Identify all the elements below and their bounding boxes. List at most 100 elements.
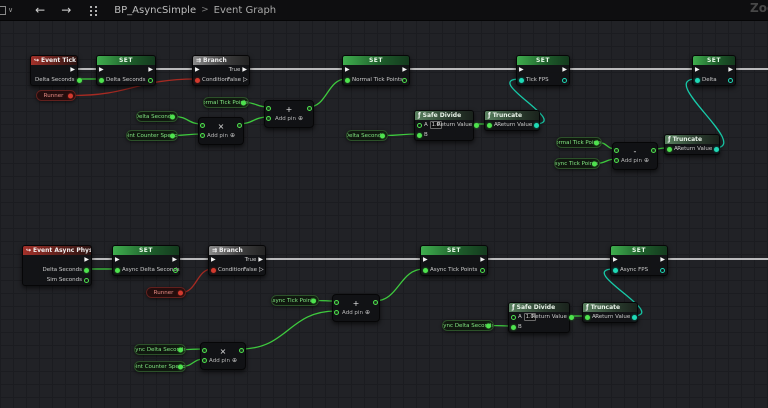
point-counter-speed-get-1[interactable]: Point Counter Speed xyxy=(126,130,178,141)
async-delta-seconds-get-3[interactable]: Async Delta Seconds xyxy=(442,320,494,331)
a-data-pin[interactable] xyxy=(667,146,672,152)
return-value-data-pin[interactable] xyxy=(568,314,574,320)
delta-seconds-get-1[interactable]: Delta Seconds xyxy=(136,111,178,122)
multiply-node-2[interactable]: ×Add pin⊕ xyxy=(200,342,246,370)
exec-exec-pin[interactable]: ▶ xyxy=(115,256,120,263)
runner-out-pin[interactable] xyxy=(68,93,73,98)
window-menu-icon[interactable] xyxy=(0,5,6,15)
set-delta-node[interactable]: SET▶▶Delta xyxy=(692,55,736,86)
event-tick-node[interactable]: ↪Event Tick▶Delta Seconds xyxy=(30,55,82,86)
normal-tick-points-get-1[interactable]: Normal Tick Points xyxy=(203,97,249,108)
point-counter-speed-out-pin[interactable] xyxy=(170,133,175,138)
return-value-data-pin[interactable] xyxy=(534,122,540,128)
event-async-physics-tick-node[interactable]: ↪Event Async Physics Tick▶Delta SecondsS… xyxy=(22,245,92,286)
set-normal-tick-points-node[interactable]: SET▶▶Normal Tick Points xyxy=(342,55,410,86)
result-pin[interactable] xyxy=(651,147,656,153)
exec-exec-pin[interactable]: ▶ xyxy=(480,256,485,263)
point-counter-speed-out-pin[interactable] xyxy=(178,364,183,369)
multiply-node-1[interactable]: ×Add pin⊕ xyxy=(198,117,244,145)
sim-seconds-data-pin[interactable] xyxy=(84,277,89,283)
tick-fps-data-pin[interactable] xyxy=(519,77,524,83)
operand-1-pin[interactable] xyxy=(614,147,619,153)
return-value-data-pin[interactable] xyxy=(632,314,638,320)
condition-data-pin[interactable] xyxy=(195,77,200,83)
normal-tick-points-out-pin[interactable] xyxy=(241,100,246,105)
operand-1-pin[interactable] xyxy=(202,347,207,353)
forward-icon[interactable]: → xyxy=(61,3,72,17)
a-data-pin[interactable] xyxy=(417,122,422,128)
exec-exec-pin[interactable]: ▶ xyxy=(423,256,428,263)
async-fps-data-pin[interactable] xyxy=(613,267,618,273)
normal-tick-points-data-pin[interactable] xyxy=(345,77,350,83)
exec-exec-pin[interactable]: ▶ xyxy=(402,66,407,73)
true-exec-pin[interactable]: ▶ xyxy=(258,256,263,263)
set-async-fps-node[interactable]: SET▶▶Async FPS xyxy=(610,245,668,276)
out-data-pin[interactable] xyxy=(402,77,408,83)
normal-tick-points-out-pin[interactable] xyxy=(594,140,599,145)
subtract-node-1[interactable]: -Add pin⊕ xyxy=(612,142,658,170)
async-tick-points-out-pin[interactable] xyxy=(311,298,316,303)
breadcrumb-graph[interactable]: Event Graph xyxy=(213,4,277,16)
async-delta-seconds-data-pin[interactable] xyxy=(115,267,120,273)
operand-2-pin[interactable] xyxy=(266,115,271,121)
set-async-delta-seconds-node[interactable]: SET▶▶Async Delta Seconds xyxy=(112,245,180,276)
exec-exec-pin[interactable]: ▶ xyxy=(613,256,618,263)
a-data-pin[interactable] xyxy=(585,314,590,320)
delta-seconds-out-pin[interactable] xyxy=(170,114,175,119)
delta-seconds-data-pin[interactable] xyxy=(99,77,104,83)
async-delta-seconds-get-2[interactable]: Async Delta Seconds xyxy=(134,344,186,355)
out-data-pin[interactable] xyxy=(728,77,733,83)
a-value-box[interactable]: 1.0 xyxy=(523,313,536,321)
exec-exec-pin[interactable]: ▶ xyxy=(519,66,524,73)
normal-tick-points-get-2[interactable]: Normal Tick Points xyxy=(556,137,602,148)
return-value-data-pin[interactable] xyxy=(714,146,720,152)
exec-exec-pin[interactable]: ▶ xyxy=(345,66,350,73)
delta-seconds-out-pin[interactable] xyxy=(380,133,385,138)
runner-get-1[interactable]: Runner xyxy=(36,90,76,101)
add-pin-icon[interactable]: ⊕ xyxy=(643,157,649,164)
out-data-pin[interactable] xyxy=(480,267,485,273)
condition-data-pin[interactable] xyxy=(211,267,216,273)
operand-1-pin[interactable] xyxy=(334,299,339,305)
false-exec-pin[interactable]: ▷ xyxy=(259,266,264,273)
out-data-pin[interactable] xyxy=(148,77,153,83)
runner-out-pin[interactable] xyxy=(178,290,183,295)
async-tick-points-get-1[interactable]: Async Tick Points xyxy=(554,158,600,169)
runner-get-2[interactable]: Runner xyxy=(146,287,186,298)
delta-seconds-get-2[interactable]: Delta Seconds xyxy=(346,130,388,141)
exec-exec-pin[interactable]: ▶ xyxy=(70,66,75,73)
add-pin-control[interactable]: Add pin⊕ xyxy=(342,309,370,316)
add-node-1[interactable]: +Add pin⊕ xyxy=(264,100,314,128)
add-pin-control[interactable]: Add pin⊕ xyxy=(621,157,649,164)
result-pin[interactable] xyxy=(237,122,242,128)
set-tick-fps-node[interactable]: SET▶▶Tick FPS xyxy=(516,55,570,86)
add-pin-control[interactable]: Add pin⊕ xyxy=(209,357,237,364)
b-data-pin[interactable] xyxy=(511,324,516,330)
true-exec-pin[interactable]: ▶ xyxy=(242,66,247,73)
bookmarks-icon[interactable] xyxy=(89,5,100,16)
operand-2-pin[interactable] xyxy=(200,132,205,138)
delta-seconds-data-pin[interactable] xyxy=(84,267,89,273)
add-node-2[interactable]: +Add pin⊕ xyxy=(332,294,380,322)
result-pin[interactable] xyxy=(307,105,312,111)
exec-exec-pin[interactable]: ▶ xyxy=(695,66,700,73)
operand-2-pin[interactable] xyxy=(334,309,339,315)
a-value-box[interactable]: 1.0 xyxy=(429,121,442,129)
set-async-tick-points-node[interactable]: SET▶▶Async Tick Points xyxy=(420,245,488,276)
a-data-pin[interactable] xyxy=(487,122,492,128)
operand-2-pin[interactable] xyxy=(614,157,619,163)
breadcrumb-asset[interactable]: BP_AsyncSimple xyxy=(114,4,197,16)
exec-exec-pin[interactable]: ▶ xyxy=(148,66,153,73)
out-data-pin[interactable] xyxy=(562,77,567,83)
add-pin-icon[interactable]: ⊕ xyxy=(297,115,303,122)
point-counter-speed-get-2[interactable]: Point Counter Speed xyxy=(134,361,186,372)
add-pin-icon[interactable]: ⊕ xyxy=(231,357,237,364)
async-delta-seconds-out-pin[interactable] xyxy=(486,323,491,328)
exec-exec-pin[interactable]: ▶ xyxy=(660,256,665,263)
exec-exec-pin[interactable]: ▶ xyxy=(562,66,567,73)
exec-exec-pin[interactable]: ▶ xyxy=(84,256,89,263)
set-delta-seconds-node[interactable]: SET▶▶Delta Seconds xyxy=(96,55,156,86)
async-tick-points-out-pin[interactable] xyxy=(592,161,597,166)
